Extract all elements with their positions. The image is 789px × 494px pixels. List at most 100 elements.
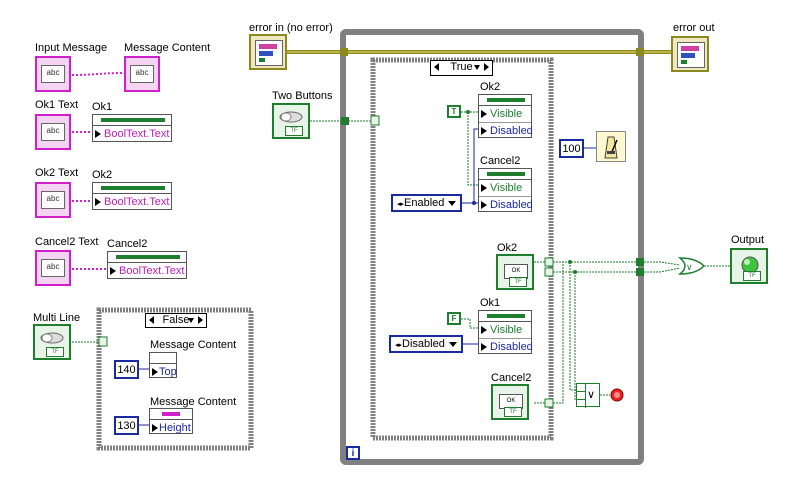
while-loop-frame xyxy=(340,29,644,465)
ok1-disabled-prop: Disabled xyxy=(479,339,533,355)
ok1-inner-label: Ok1 xyxy=(480,297,501,309)
tf-icon: TF xyxy=(46,347,64,357)
cancel2-booltext-prop: BoolText.Text xyxy=(108,263,186,279)
false-constant[interactable]: F xyxy=(447,312,461,325)
cancel2-disabled-prop: Disabled xyxy=(479,197,533,213)
or-gate-icon xyxy=(677,257,706,275)
true-constant[interactable]: T xyxy=(447,105,461,118)
ok2-booltext-prop: BoolText.Text xyxy=(93,194,171,210)
cancel2-visible-prop: Visible xyxy=(479,180,531,197)
inner-ok2-label: Ok2 xyxy=(480,81,501,93)
ok1-node-label: Ok1 xyxy=(92,101,113,113)
tf-icon: TF xyxy=(509,277,527,287)
tf-icon: TF xyxy=(743,271,761,281)
error-in-label: error in (no error) xyxy=(249,22,333,34)
cancel2-visibility-node[interactable]: Visible Disabled xyxy=(478,168,533,213)
two-buttons-case-selector[interactable]: True xyxy=(430,60,493,76)
ok1-text-control[interactable]: abc xyxy=(35,114,71,150)
case-label: True xyxy=(450,61,473,73)
ok2-property-node[interactable]: BoolText.Text xyxy=(92,182,172,210)
or-icon: ∨ xyxy=(587,389,596,401)
case-label: False xyxy=(162,314,190,326)
ok1-text-label: Ok1 Text xyxy=(35,99,79,111)
top-property-node[interactable]: Top xyxy=(149,352,177,378)
toggle-switch-icon xyxy=(40,332,64,344)
top-constant[interactable]: 140 xyxy=(114,360,139,379)
error-out-indicator[interactable] xyxy=(671,36,709,72)
enum-dropdown-icon xyxy=(448,201,456,206)
enum-dropdown-icon xyxy=(449,342,457,347)
prev-case-icon xyxy=(434,63,439,71)
top-prop: Top xyxy=(150,364,177,380)
multi-line-case-frame xyxy=(96,307,254,451)
cancel2-text-label: Cancel2 Text xyxy=(35,236,99,248)
cancel2-button-label: Cancel2 xyxy=(491,372,532,384)
two-buttons-label: Two Buttons xyxy=(272,90,333,102)
wait-function[interactable] xyxy=(596,131,626,162)
input-message-label: Input Message xyxy=(35,42,108,54)
next-case-icon xyxy=(198,316,203,324)
toggle-switch-icon xyxy=(279,111,303,123)
cancel2-text-control[interactable]: abc xyxy=(35,250,71,286)
error-out-label: error out xyxy=(673,22,715,34)
ok2-disabled-prop: Disabled xyxy=(479,123,533,139)
error-in-control[interactable] xyxy=(249,34,287,70)
height-prop: Height xyxy=(150,420,192,436)
error-tunnel-right xyxy=(636,48,644,56)
string-icon: abc xyxy=(41,123,65,141)
next-case-icon xyxy=(484,63,489,71)
metronome-icon xyxy=(604,136,618,159)
ok2-button-terminal[interactable]: OK TF xyxy=(496,254,534,290)
string-icon: abc xyxy=(41,191,65,209)
string-icon: abc xyxy=(41,65,65,83)
cancel2-node-label: Cancel2 xyxy=(107,238,148,250)
compound-or-function[interactable]: ∨ xyxy=(576,383,600,408)
two-buttons-control[interactable]: TF xyxy=(272,103,310,139)
disabled-enum-constant[interactable]: ◂▸Disabled xyxy=(389,335,463,353)
string-icon: abc xyxy=(130,65,154,83)
ok1-visible-prop: Visible xyxy=(479,322,531,339)
ok2-text-label: Ok2 Text xyxy=(35,167,79,179)
string-wire-message xyxy=(71,72,125,76)
ok-button-icon: OK xyxy=(504,264,528,279)
ok2-node-label: Ok2 xyxy=(92,169,113,181)
multi-line-control[interactable]: TF xyxy=(33,324,71,360)
led-icon xyxy=(741,256,759,274)
ok1-booltext-prop: BoolText.Text xyxy=(93,126,171,142)
output-label: Output xyxy=(731,234,765,246)
ok2-visible-prop: Visible xyxy=(479,106,531,123)
input-message-control[interactable]: abc xyxy=(35,56,71,92)
ok2-visibility-node[interactable]: Visible Disabled xyxy=(478,94,533,139)
cancel2-property-node[interactable]: BoolText.Text xyxy=(107,251,187,279)
or-gate-label: ∨ xyxy=(686,262,693,272)
ok1-visibility-node[interactable]: Visible Disabled xyxy=(478,310,533,355)
message-content-top-label: Message Content xyxy=(150,339,237,351)
inner-cancel2-label: Cancel2 xyxy=(480,155,521,167)
loop-iteration-terminal: i xyxy=(346,446,360,460)
enum-arrows-icon: ◂▸ xyxy=(397,201,405,208)
ok1-property-node[interactable]: BoolText.Text xyxy=(92,114,172,142)
disabled-enum-label: Disabled xyxy=(402,338,445,350)
multi-line-case-selector[interactable]: False xyxy=(145,313,207,328)
message-content-indicator[interactable]: abc xyxy=(124,56,160,92)
case-dropdown-icon xyxy=(474,65,480,70)
height-constant[interactable]: 130 xyxy=(114,416,139,435)
enabled-enum-label: Enabled xyxy=(404,197,445,209)
wait-constant[interactable]: 100 xyxy=(559,139,584,158)
ok2-button-label: Ok2 xyxy=(497,242,518,254)
multi-line-label: Multi Line xyxy=(33,312,81,324)
enabled-enum-constant[interactable]: ◂▸Enabled xyxy=(391,194,462,212)
tf-icon: TF xyxy=(285,126,303,136)
prev-case-icon xyxy=(149,316,154,324)
error-tunnel-left xyxy=(340,48,348,56)
ok2-text-control[interactable]: abc xyxy=(35,182,71,218)
height-property-node[interactable]: Height xyxy=(149,408,193,434)
cancel2-button-terminal[interactable]: OK TF xyxy=(491,384,529,420)
case-dropdown-icon xyxy=(188,318,194,323)
tf-icon: TF xyxy=(504,407,522,417)
enum-arrows-icon: ◂▸ xyxy=(395,342,403,349)
message-content-height-label: Message Content xyxy=(150,396,237,408)
output-indicator[interactable]: TF xyxy=(730,248,768,284)
message-content-label: Message Content xyxy=(124,42,211,54)
string-icon: abc xyxy=(41,259,65,277)
